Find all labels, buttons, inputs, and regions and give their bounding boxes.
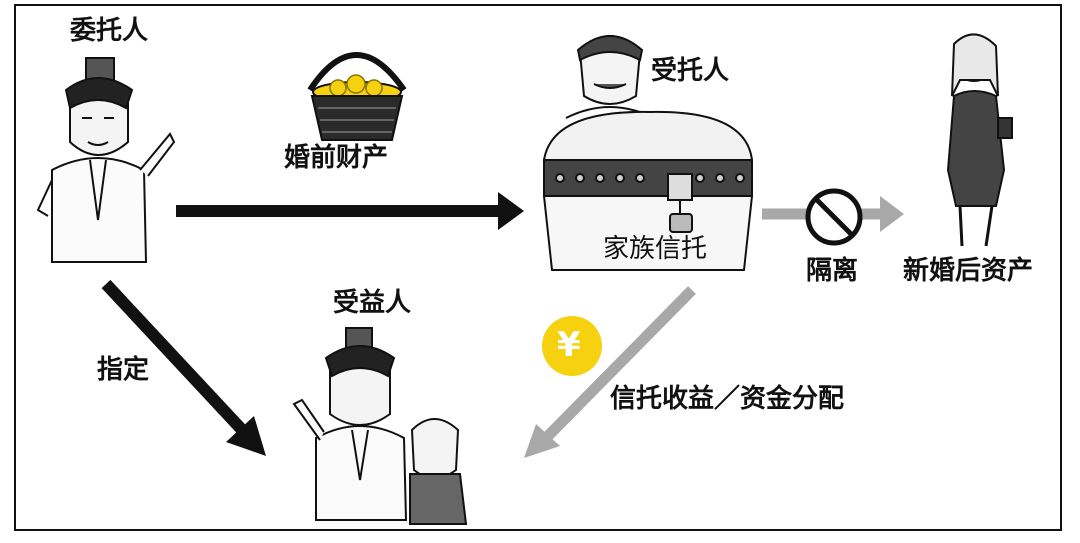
- family-trust-label: 家族信托: [603, 234, 708, 264]
- trustee-figure: [565, 35, 655, 119]
- prohibited-icon: [805, 188, 863, 246]
- trustee-label: 受托人: [651, 56, 730, 86]
- arrow-premarital-to-trust: [176, 192, 524, 230]
- post-marital-assets-label: 新婚后资产: [903, 256, 1034, 286]
- designate-label: 指定: [97, 355, 150, 385]
- beneficiary-label: 受益人: [333, 288, 412, 318]
- beneficiary-figure: [292, 327, 468, 525]
- settlor-label: 委托人: [70, 16, 149, 46]
- settlor-figure: [36, 57, 176, 263]
- isolation-label: 隔离: [806, 256, 859, 286]
- yuan-symbol: ¥: [557, 325, 581, 365]
- arrow-designate: [101, 279, 266, 456]
- treasure-chest-icon: [542, 110, 754, 271]
- arrow-distribution: [524, 286, 696, 458]
- woman-figure: [946, 33, 1013, 247]
- diagram-frame: [14, 4, 1062, 531]
- distribution-label: 信托收益／资金分配: [610, 384, 845, 414]
- yuan-coin-icon: [542, 316, 602, 376]
- basket-icon: [307, 52, 407, 141]
- premarital-assets-label: 婚前财产: [284, 143, 389, 173]
